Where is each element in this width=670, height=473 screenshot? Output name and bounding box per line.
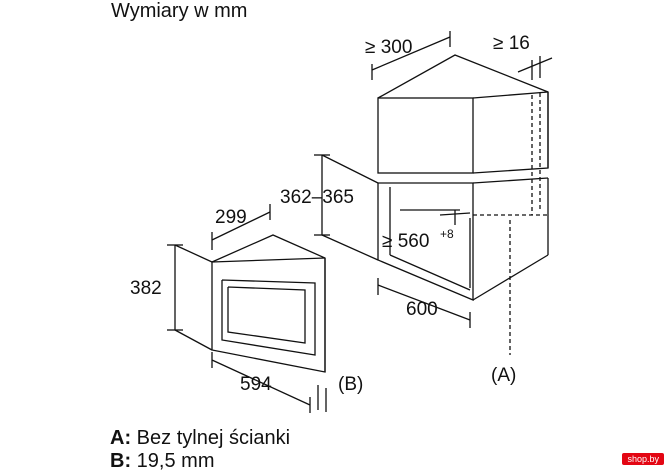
dim-line-niche-depth (371, 36, 451, 71)
legend-key-a: A: (110, 427, 132, 449)
legend-text-b: 19,5 mm (136, 450, 215, 472)
upper-cabinet-front (377, 97, 474, 174)
marker-b: (B) (338, 374, 363, 395)
label-niche-width: ≥ 560 (382, 231, 429, 252)
legend-key-b: B: (110, 450, 132, 472)
device-door (221, 279, 316, 356)
dim-line-device-width (211, 359, 311, 406)
diagram-title: Wymiary w mm (111, 0, 248, 22)
device-body (211, 234, 326, 373)
device-window (227, 286, 306, 344)
legend-text-a: Bez tylnej ścianki (136, 427, 291, 449)
legend-item-a: A: Bez tylnej ścianki (110, 426, 290, 450)
dim-line-niche-width (439, 212, 471, 216)
label-niche-width-tolerance: +8 (440, 227, 454, 241)
dim-line-cabinet-width (377, 284, 471, 321)
watermark: shop.by (622, 453, 664, 465)
label-device-width: 594 (240, 374, 272, 395)
label-gap: ≥ 16 (493, 33, 530, 54)
legend-item-b: B: 19,5 mm (110, 449, 214, 473)
label-niche-depth: ≥ 300 (365, 37, 412, 58)
label-cabinet-width: 600 (406, 299, 438, 320)
dim-line-gap (517, 57, 553, 73)
label-niche-height: 362–365 (280, 187, 354, 208)
label-device-height: 382 (130, 278, 162, 299)
upper-cabinet-edge (472, 91, 549, 99)
dim-line-device-depth (211, 211, 271, 241)
label-device-depth: 299 (215, 207, 247, 228)
marker-a: (A) (491, 365, 516, 386)
